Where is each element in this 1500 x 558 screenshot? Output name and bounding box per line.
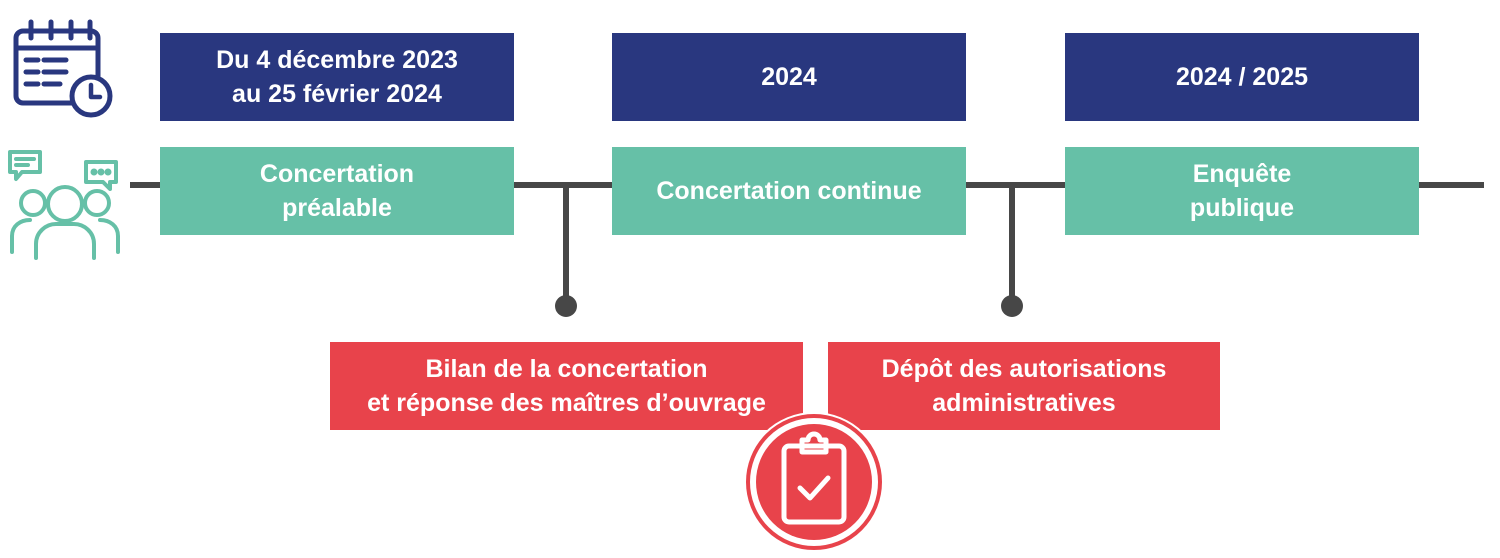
date-box-3: 2024 / 2025 xyxy=(1065,33,1419,121)
people-chat-icon xyxy=(8,150,120,260)
date-line: 2024 xyxy=(761,63,817,91)
milestone-box-1: Bilan de la concertation et réponse des … xyxy=(330,342,803,430)
timeline-connector xyxy=(563,185,569,303)
milestone-line: administratives xyxy=(932,389,1116,417)
milestone-box-2: Dépôt des autorisations administratives xyxy=(828,342,1220,430)
phase-line: Concertation continue xyxy=(656,177,922,205)
milestone-line: Dépôt des autorisations xyxy=(881,355,1167,383)
date-line: Du 4 décembre 2023 xyxy=(216,46,458,74)
calendar-clock-icon xyxy=(13,19,113,118)
phase-box-3: Enquête publique xyxy=(1065,147,1419,235)
phase-line: préalable xyxy=(282,194,392,222)
date-box-1: Du 4 décembre 2023 au 25 février 2024 xyxy=(160,33,514,121)
timeline-connector xyxy=(1009,185,1015,303)
phase-box-1: Concertation préalable xyxy=(160,147,514,235)
timeline-dot xyxy=(1001,295,1023,317)
phase-line: Concertation xyxy=(259,160,415,188)
phase-line: Enquête xyxy=(1192,160,1292,188)
date-box-2: 2024 xyxy=(612,33,966,121)
phase-line: publique xyxy=(1189,194,1295,222)
milestone-line: Bilan de la concertation xyxy=(425,355,708,383)
clipboard-check-icon xyxy=(744,412,884,552)
milestone-line: et réponse des maîtres d’ouvrage xyxy=(367,389,766,417)
date-line: 2024 / 2025 xyxy=(1175,63,1309,91)
phase-box-2: Concertation continue xyxy=(612,147,966,235)
date-line: au 25 février 2024 xyxy=(232,80,442,108)
timeline-dot xyxy=(555,295,577,317)
